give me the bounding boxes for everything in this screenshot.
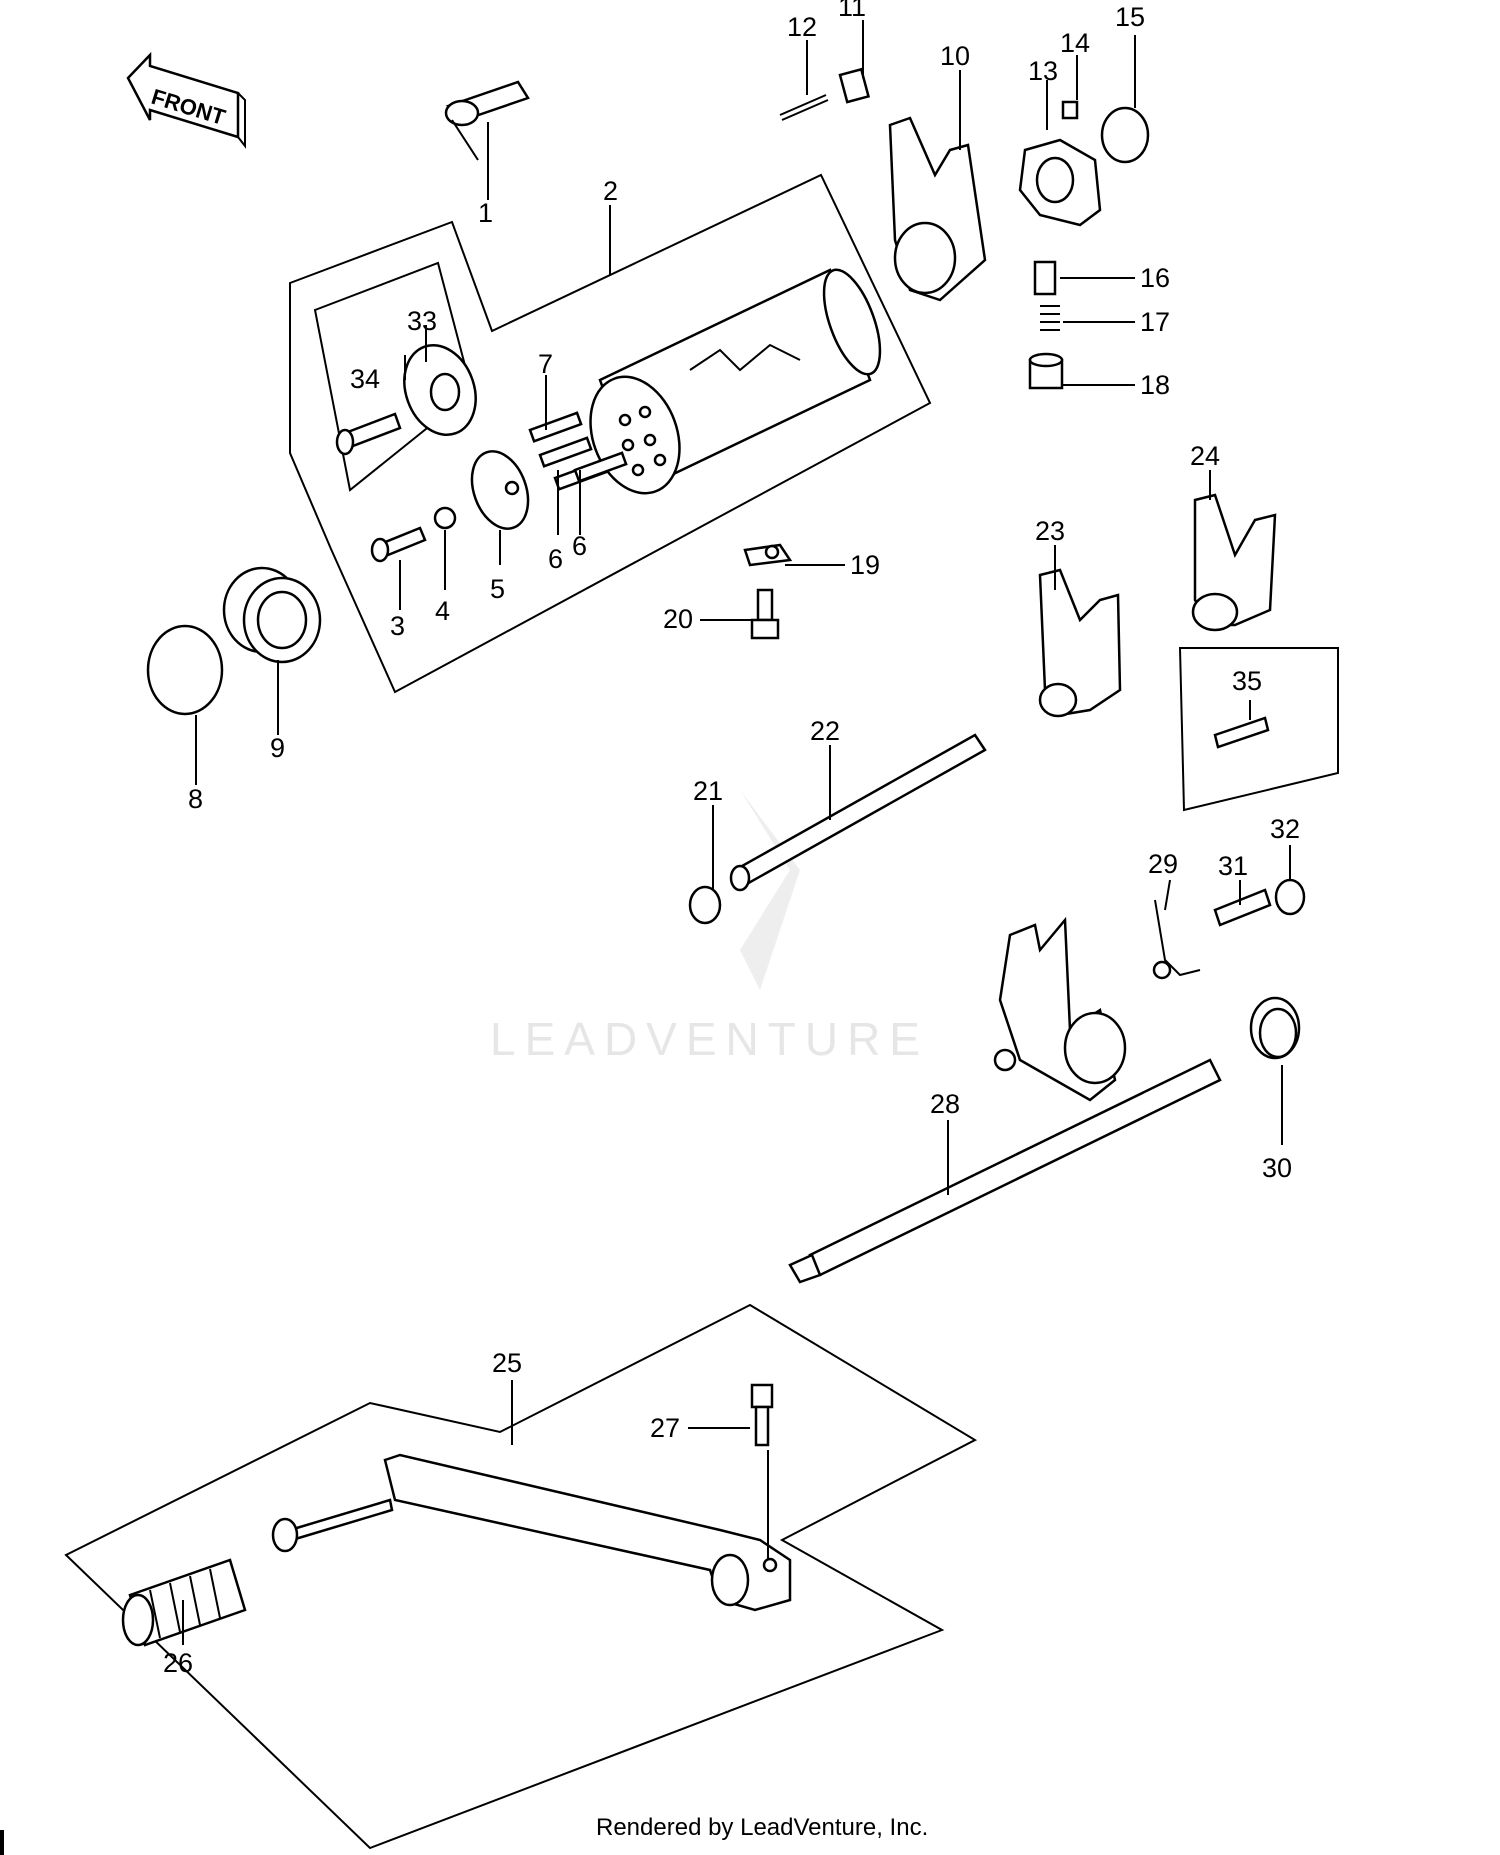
callout-17: 17: [1140, 307, 1170, 337]
callout-29: 29: [1148, 849, 1178, 879]
callout-32: 32: [1270, 814, 1300, 844]
part-25-shift-pedal: [271, 1453, 792, 1612]
callout-24: 24: [1190, 441, 1220, 471]
part-28-shift-shaft: [788, 916, 1222, 1284]
callout-1: 1: [478, 198, 493, 228]
part-2-shift-drum: [589, 268, 882, 495]
front-arrow: FRONT: [126, 51, 246, 149]
callout-33: 33: [407, 306, 437, 336]
part-8-circlip: [146, 624, 224, 716]
part-15-circlip: [1100, 106, 1150, 164]
part-17-spring: [1040, 305, 1060, 331]
part-9-needle-bearing: [222, 566, 322, 664]
part-3-screw: [370, 526, 427, 563]
leader-lines: [182, 20, 1291, 1645]
watermark: LEADVENTURE: [490, 790, 929, 1065]
part-14-pin: [1061, 100, 1079, 120]
callout-28: 28: [930, 1089, 960, 1119]
callout-25: 25: [492, 1348, 522, 1378]
footer-credit: Rendered by LeadVenture, Inc.: [596, 1814, 928, 1841]
part-11-pin: [838, 67, 871, 104]
callout-31: 31: [1218, 851, 1248, 881]
callout-11: 11: [838, 0, 866, 22]
callout-26: 26: [163, 1648, 193, 1678]
callout-2: 2: [603, 176, 618, 206]
callout-16: 16: [1140, 263, 1170, 293]
callout-21: 21: [693, 776, 723, 806]
group-frame-fork: [1178, 647, 1339, 812]
part-33-bearing: [403, 343, 477, 437]
part-13-cam-plate: [1018, 138, 1102, 227]
part-19-stopper: [743, 543, 793, 567]
part-32-nut: [1274, 878, 1306, 916]
callout-6b: 6: [572, 531, 587, 561]
callout-19: 19: [850, 550, 880, 580]
callout-14: 14: [1060, 28, 1090, 58]
callout-20: 20: [663, 604, 693, 634]
part-12-cotter-pin: [779, 94, 829, 121]
part-27-bolt: [750, 1383, 774, 1447]
part-30-return-spring: [1249, 996, 1301, 1060]
part-26-pedal-rubber: [121, 1558, 247, 1647]
part-22-fork-shaft: [729, 733, 987, 892]
part-4-star-washer: [433, 506, 457, 530]
callout-22: 22: [810, 716, 840, 746]
callout-35: 35: [1232, 666, 1262, 696]
callout-30: 30: [1262, 1153, 1292, 1183]
part-35-pin: [1213, 716, 1270, 749]
part-29-spring: [1152, 899, 1201, 980]
callout-15: 15: [1115, 2, 1145, 32]
part-23-shift-fork: [1038, 568, 1122, 718]
callout-18: 18: [1140, 370, 1170, 400]
part-10-shift-fork: [888, 116, 987, 302]
part-21-circlip: [688, 885, 722, 925]
edge-mark: [0, 1830, 4, 1855]
part-1-neutral-switch: [444, 80, 530, 161]
part-31-bolt: [1213, 888, 1272, 927]
callout-34: 34: [350, 364, 380, 394]
part-5-plate: [470, 450, 530, 530]
group-frame-shift: [64, 1303, 978, 1850]
callout-3: 3: [390, 611, 405, 641]
callout-7: 7: [538, 349, 553, 379]
callout-5: 5: [490, 574, 505, 604]
callout-27: 27: [650, 1413, 680, 1443]
part-34-screw: [335, 412, 402, 456]
part-24-shift-fork: [1191, 493, 1277, 632]
callout-10: 10: [940, 41, 970, 71]
callout-13: 13: [1028, 56, 1058, 86]
part-16-sleeve: [1033, 260, 1057, 296]
part-18-plug: [1028, 352, 1064, 390]
callout-labels: 1 2 3 4 5 6 6 7 8 9 10 11 12 13 14 15 16…: [163, 0, 1300, 1678]
callout-4: 4: [435, 596, 450, 626]
callout-12: 12: [787, 12, 817, 42]
callout-23: 23: [1035, 516, 1065, 546]
watermark-text: LEADVENTURE: [490, 1013, 929, 1065]
callout-8: 8: [188, 784, 203, 814]
callout-9: 9: [270, 733, 285, 763]
part-20-bolt: [750, 588, 780, 640]
group-frame-drum: [289, 173, 932, 694]
callout-6a: 6: [548, 544, 563, 574]
